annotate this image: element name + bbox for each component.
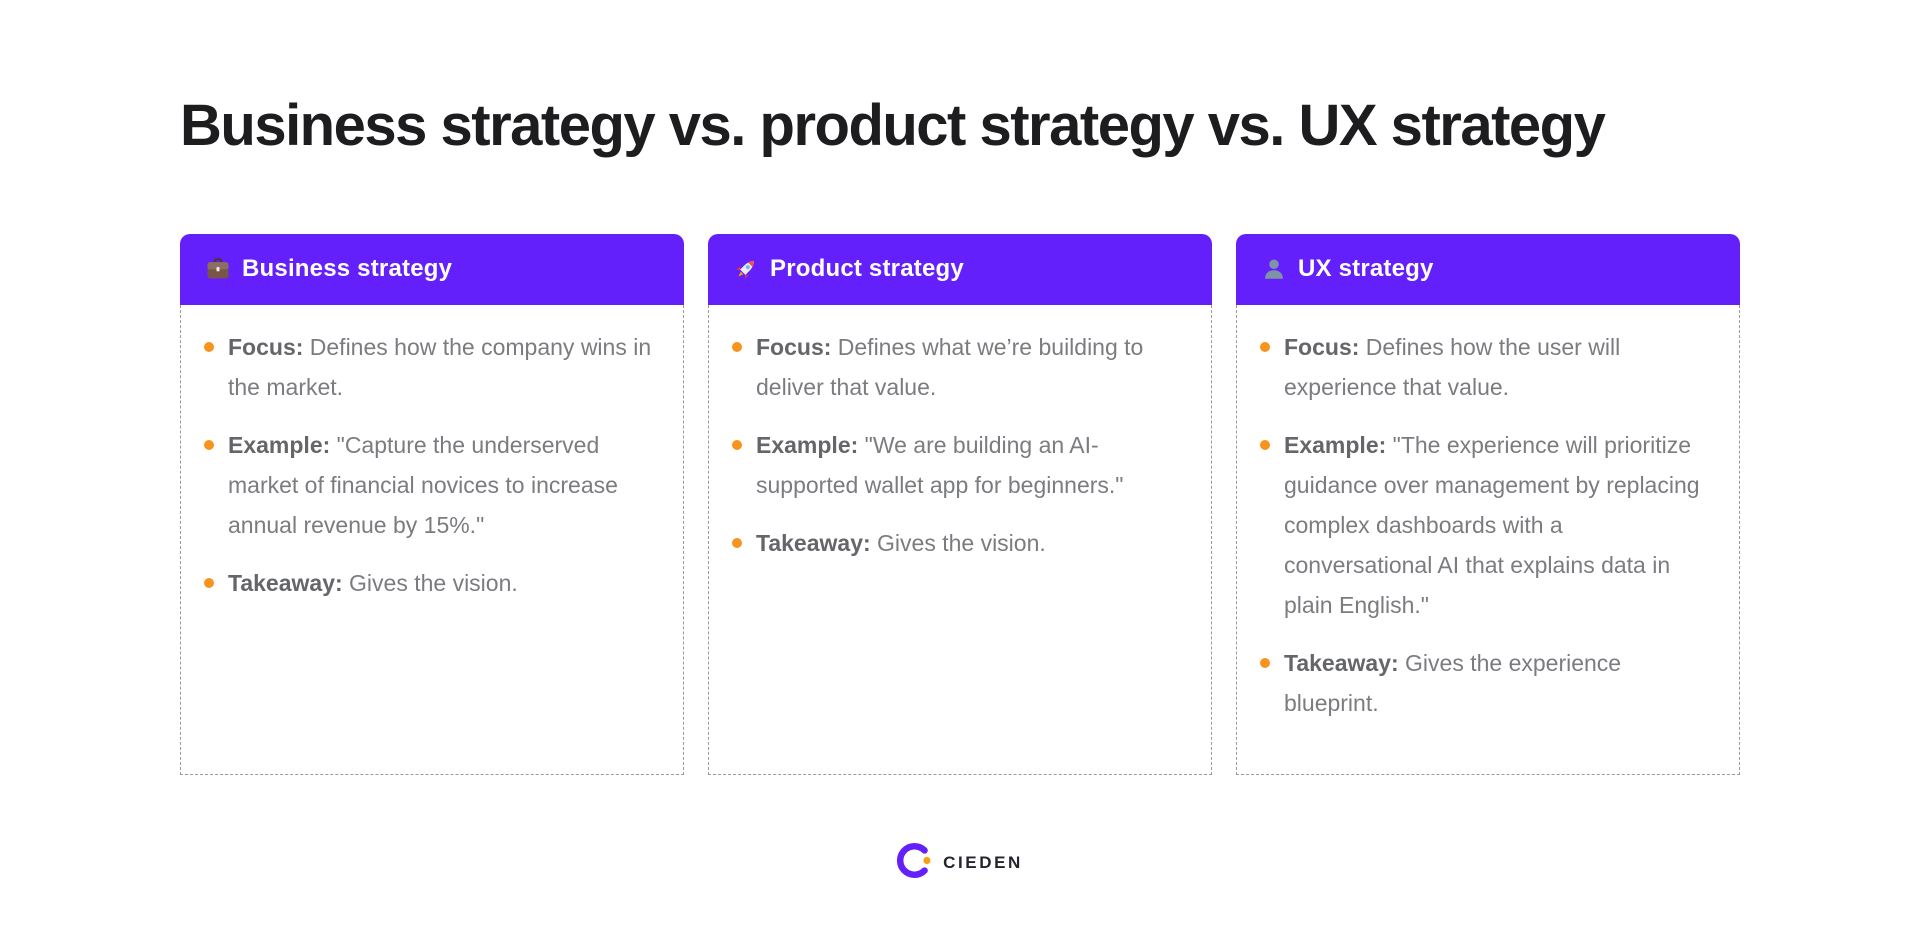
- bullet-icon: [1260, 439, 1270, 450]
- page-title: Business strategy vs. product strategy v…: [180, 93, 1606, 158]
- cieden-logo-text: CIEDEN: [943, 852, 1023, 872]
- item-text: Example: "We are building an AI-supporte…: [756, 431, 1124, 498]
- cards-row: Business strategy Focus: Defines how the…: [180, 233, 1740, 775]
- item-text: Example: "The experience will prioritize…: [1284, 431, 1700, 618]
- item-text: Focus: Defines what we’re building to de…: [756, 333, 1144, 400]
- card-title: UX strategy: [1298, 255, 1434, 283]
- bullet-icon: [204, 577, 214, 588]
- bullet-icon: [1260, 341, 1270, 352]
- list-item: Example: "Capture the underserved market…: [204, 425, 657, 545]
- card-body: Focus: Defines how the company wins in t…: [180, 304, 684, 775]
- bullet-icon: [204, 341, 214, 352]
- list-item: Focus: Defines how the user will experie…: [1260, 327, 1713, 407]
- card-body: Focus: Defines how the user will experie…: [1236, 304, 1740, 775]
- item-text: Takeaway: Gives the vision.: [756, 529, 1046, 556]
- card-title: Product strategy: [770, 255, 964, 283]
- card-header: Product strategy: [708, 233, 1212, 305]
- card-header: UX strategy: [1236, 233, 1740, 305]
- bullet-icon: [732, 439, 742, 450]
- list-item: Example: "We are building an AI-supporte…: [732, 425, 1185, 505]
- rocket-icon: [733, 256, 759, 282]
- card-body: Focus: Defines what we’re building to de…: [708, 304, 1212, 775]
- bullet-icon: [1260, 657, 1270, 668]
- bullet-icon: [732, 537, 742, 548]
- cieden-logo-icon: [897, 842, 932, 883]
- card-header: Business strategy: [180, 233, 684, 305]
- briefcase-icon: [205, 256, 231, 282]
- slide: Business strategy vs. product strategy v…: [0, 94, 1920, 883]
- card-ux-strategy: UX strategy Focus: Defines how the user …: [1236, 233, 1740, 775]
- footer-brand: CIEDEN: [180, 842, 1740, 883]
- bullet-icon: [204, 439, 214, 450]
- list-item: Takeaway: Gives the experience blueprint…: [1260, 643, 1713, 723]
- item-text: Takeaway: Gives the vision.: [228, 569, 518, 596]
- list-item: Focus: Defines how the company wins in t…: [204, 327, 657, 407]
- list-item: Example: "The experience will prioritize…: [1260, 425, 1713, 625]
- item-text: Focus: Defines how the user will experie…: [1284, 333, 1621, 400]
- bullet-icon: [732, 341, 742, 352]
- card-business-strategy: Business strategy Focus: Defines how the…: [180, 233, 684, 775]
- card-product-strategy: Product strategy Focus: Defines what we’…: [708, 233, 1212, 775]
- item-text: Example: "Capture the underserved market…: [228, 431, 618, 538]
- card-title: Business strategy: [242, 255, 453, 283]
- user-silhouette-icon: [1261, 256, 1287, 282]
- list-item: Focus: Defines what we’re building to de…: [732, 327, 1185, 407]
- list-item: Takeaway: Gives the vision.: [732, 523, 1185, 563]
- item-text: Takeaway: Gives the experience blueprint…: [1284, 649, 1622, 716]
- item-text: Focus: Defines how the company wins in t…: [228, 333, 652, 400]
- list-item: Takeaway: Gives the vision.: [204, 563, 657, 603]
